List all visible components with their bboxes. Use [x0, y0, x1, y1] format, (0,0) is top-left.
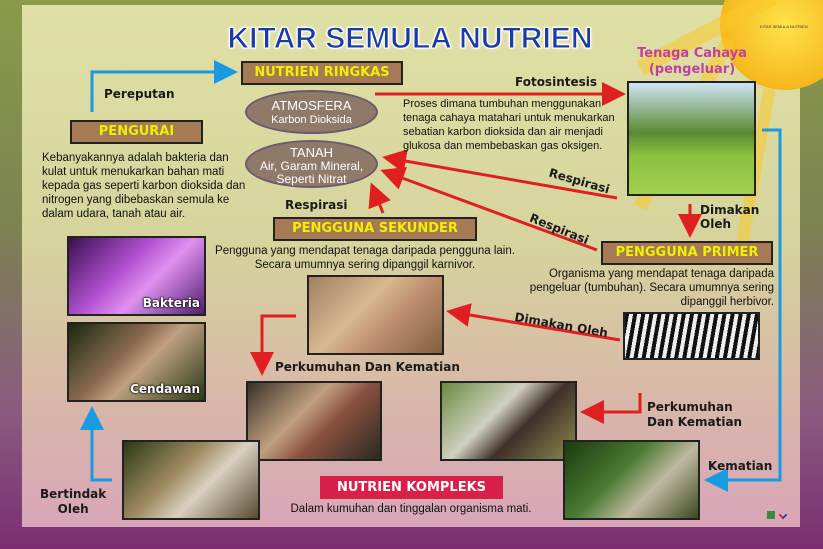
- perkumuhan-label-2: Perkumuhan Dan Kematian: [647, 400, 742, 430]
- atmosfera-ellipse: ATMOSFERA Karbon Dioksida: [245, 90, 378, 134]
- tanah-line1: Air, Garam Mineral,: [259, 159, 364, 173]
- forest-log-image: [563, 440, 700, 520]
- pengguna-sekunder-text: Pengguna yang mendapat tenaga daripada p…: [205, 244, 525, 272]
- nutrien-ringkas-box: NUTRIEN RINGKAS: [241, 61, 403, 85]
- page-title: KITAR SEMULA NUTRIEN: [227, 22, 593, 56]
- decay-image: [122, 440, 260, 520]
- dead-zebra-image: [440, 381, 577, 461]
- lions-image: [307, 275, 444, 355]
- bakteria-image: Bakteria: [67, 236, 206, 316]
- arrow-dimakan-sekunder: [446, 303, 621, 342]
- sekunder-line2: Secara umumnya sering dipanggil karnivor…: [254, 259, 476, 271]
- pengguna-sekunder-box: PENGGUNA SEKUNDER: [273, 217, 477, 241]
- pengguna-primer-box: PENGGUNA PRIMER: [601, 241, 773, 265]
- arrow-perkumuhan-sekunder: [250, 314, 296, 376]
- nutrien-kompleks-text: Dalam kumuhan dan tinggalan organisma ma…: [290, 503, 532, 515]
- dimakan-oleh-label: Dimakan Oleh: [700, 203, 759, 231]
- perkumuhan-label: Perkumuhan Dan Kematian: [275, 360, 460, 374]
- sekunder-line1: Pengguna yang mendapat tenaga daripada p…: [215, 245, 515, 257]
- dead-lion-image: [246, 381, 382, 461]
- arrow-respirasi-primer: [380, 166, 598, 252]
- zebra-image: [623, 312, 760, 360]
- cendawan-label: Cendawan: [130, 382, 200, 396]
- logo-icon: [767, 511, 775, 519]
- atmosfera-sub: Karbon Dioksida: [271, 114, 352, 126]
- dimakan-line2: Oleh: [700, 217, 731, 231]
- arrow-perkumuhan-primer: [580, 393, 642, 424]
- bertindak-line1: Bertindak: [40, 487, 107, 501]
- dimakan-line1: Dimakan: [700, 203, 760, 217]
- cendawan-image: Cendawan: [67, 322, 206, 402]
- bertindak-line2: Oleh: [57, 502, 89, 516]
- tree-image: [627, 81, 756, 196]
- perkumuhan-line2: Dan Kematian: [647, 415, 743, 429]
- tenaga-line1: Tenaga Cahaya: [637, 46, 747, 61]
- pengurai-box: PENGURAI: [70, 120, 203, 144]
- corner-note: KITAR SEMULA NUTRIEN: [760, 24, 808, 29]
- arrow-kematian: [704, 128, 782, 492]
- pengurai-text: Kebanyakannya adalah bakteria dan kulat …: [42, 152, 246, 220]
- arrow-pereputan: [90, 60, 238, 112]
- bakteria-label: Bakteria: [142, 296, 200, 310]
- atmosfera-title: ATMOSFERA: [271, 98, 352, 113]
- tanah-title: TANAH: [289, 145, 334, 160]
- pereputan-label: Pereputan: [104, 87, 175, 101]
- nutrien-kompleks-box: NUTRIEN KOMPLEKS: [320, 476, 503, 499]
- kematian-label: Kematian: [708, 459, 773, 473]
- tanah-ellipse: TANAH Air, Garam Mineral, Seperti Nitrat: [245, 140, 378, 188]
- tenaga-cahaya-label: Tenaga Cahaya (pengeluar): [624, 46, 760, 78]
- tenaga-line2: (pengeluar): [648, 62, 736, 77]
- respirasi-label: Respirasi: [285, 198, 348, 212]
- arrow-respirasi-tree: [382, 149, 618, 200]
- arrow-bertindak: [80, 406, 112, 482]
- perkumuhan-line1: Perkumuhan: [647, 400, 733, 414]
- fotosintesis-label: Fotosintesis: [515, 75, 598, 89]
- proses-text: Proses dimana tumbuhan menggunakan tenag…: [403, 98, 615, 152]
- tanah-line2: Seperti Nitrat: [276, 172, 347, 186]
- bertindak-oleh-label: Bertindak Oleh: [40, 487, 106, 517]
- arrow-respirasi-sekunder: [368, 182, 391, 214]
- pengguna-primer-text: Organisma yang mendapat tenaga daripada …: [529, 268, 774, 308]
